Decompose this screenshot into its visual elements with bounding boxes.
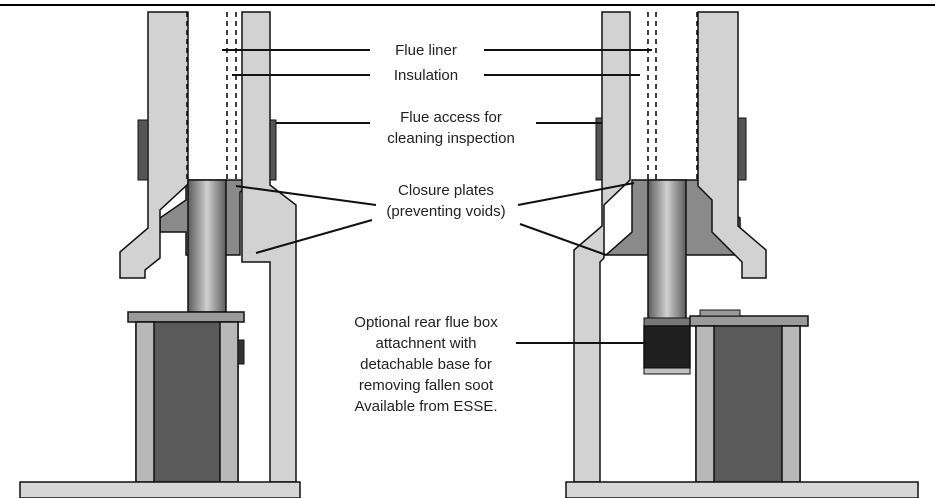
label-flue-access-line2: cleaning inspection: [387, 130, 515, 147]
left-flue-pipe: [187, 179, 227, 313]
leader-closure-left-a: [235, 185, 377, 206]
left-chimney-wall-outer: [119, 11, 189, 279]
left-stove-handle: [237, 339, 245, 365]
flue-box-collar: [643, 317, 691, 327]
right-stove-lip: [699, 309, 741, 317]
left-chimney-wall-inner: [241, 11, 297, 483]
left-stove-leg-b: [219, 321, 239, 483]
left-floor: [19, 481, 301, 498]
label-insulation: Insulation: [394, 67, 458, 84]
leader-closure-left-b: [255, 219, 373, 254]
left-access-bump-a: [137, 119, 149, 181]
label-closure-line1: Closure plates: [398, 182, 494, 199]
leader-lines: [222, 49, 652, 344]
label-flue-access-line1: Flue access for: [400, 109, 502, 126]
flue-box-base: [643, 367, 691, 375]
label-optional-line1: Optional rear flue box: [354, 314, 498, 331]
left-fireplace: [19, 11, 301, 498]
right-chimney-wall-outer: [573, 11, 631, 483]
label-optional-line2: attachnent with: [376, 335, 477, 352]
right-stove-leg-a: [695, 325, 715, 483]
label-optional-line5: Available from ESSE.: [354, 398, 497, 415]
label-flue-liner: Flue liner: [395, 42, 457, 59]
label-optional-line3: detachable base for: [360, 356, 492, 373]
flue-box-body: [643, 325, 691, 369]
left-stove-leg-a: [135, 321, 155, 483]
right-floor: [565, 481, 919, 498]
right-access-bump-a: [595, 117, 603, 181]
label-optional-line4: removing fallen soot: [359, 377, 494, 394]
right-flue-pipe: [647, 179, 687, 321]
right-fireplace: [565, 11, 919, 498]
right-stove-top: [689, 315, 809, 327]
leader-closure-right-b: [519, 223, 607, 256]
right-stove-leg-b: [781, 325, 801, 483]
label-closure-line2: (preventing voids): [386, 203, 505, 220]
labels: Flue liner Insulation Flue access for cl…: [354, 42, 515, 415]
left-access-bump-b: [269, 119, 277, 181]
left-stove-top: [127, 311, 245, 323]
leader-closure-right-a: [517, 182, 635, 206]
right-access-bump-b: [737, 117, 747, 181]
